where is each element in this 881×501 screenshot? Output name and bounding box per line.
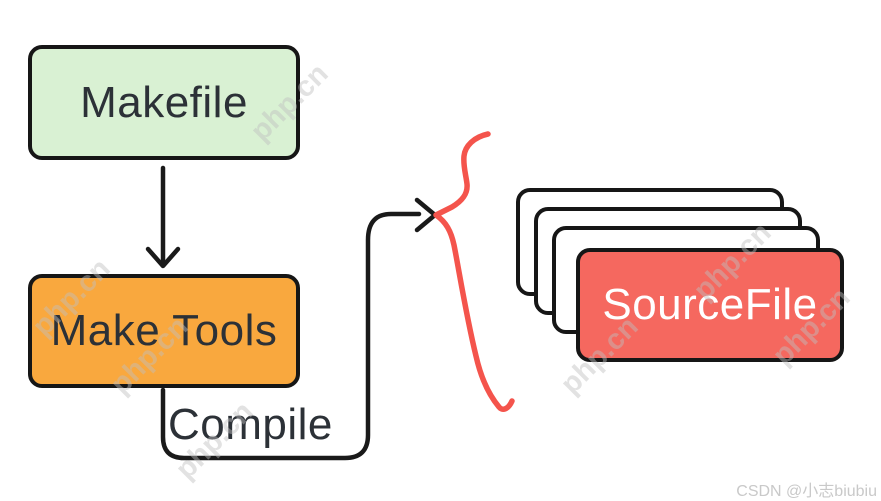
node-source-file-label: SourceFile [602, 280, 818, 329]
red-brace-annotation [433, 131, 515, 412]
compile-arrow-head [414, 197, 438, 233]
node-make-tools-label: Make Tools [50, 306, 278, 355]
node-make-tools[interactable]: Make Tools [28, 274, 300, 388]
arrow-down-head [145, 246, 181, 269]
arrow-makefile-to-maketools [145, 165, 181, 269]
csdn-credit: CSDN @小志biubiu [736, 483, 877, 500]
node-source-file[interactable]: SourceFile [576, 248, 844, 362]
compile-edge-label-text: Compile [168, 400, 333, 449]
node-makefile-label: Makefile [80, 77, 248, 127]
compile-edge-label: Compile [168, 400, 333, 450]
node-makefile[interactable]: Makefile [28, 45, 300, 160]
